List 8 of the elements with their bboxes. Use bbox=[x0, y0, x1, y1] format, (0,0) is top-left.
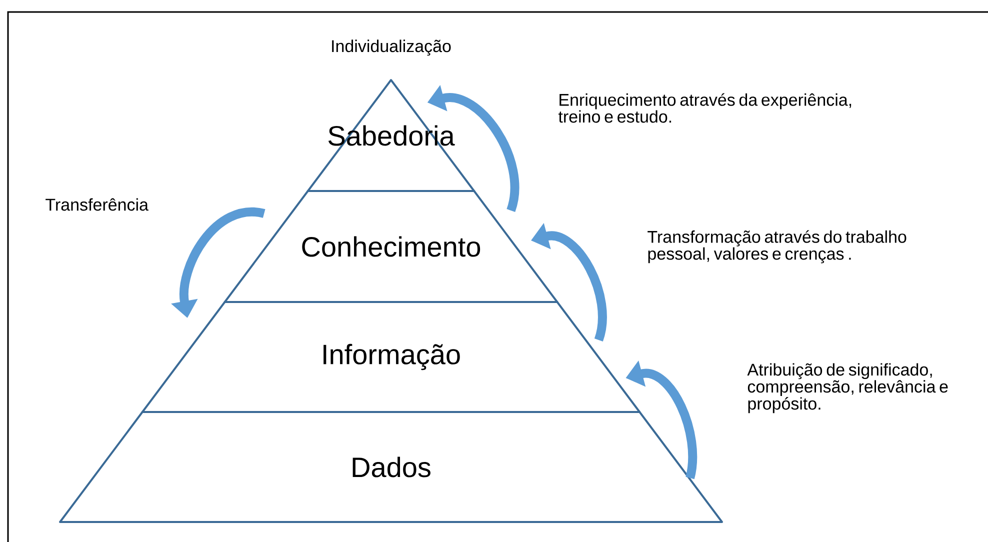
pyramid-level: Conhecimento bbox=[224, 190, 558, 303]
annotation-text: Atribuição de significado, compreensão, relevância e propósito. bbox=[747, 363, 948, 414]
annotation-text: Transformação através do trabalho pessoal, valores e crenças . bbox=[648, 230, 906, 264]
annotation-text: Transferência bbox=[46, 198, 148, 211]
pyramid-level: Dados bbox=[59, 411, 723, 523]
annotation-text: Enriquecimento através da experiência, treino e estudo. bbox=[558, 93, 852, 123]
pyramid-level: Informação bbox=[141, 301, 641, 413]
apex-label: Individualização bbox=[332, 40, 451, 56]
